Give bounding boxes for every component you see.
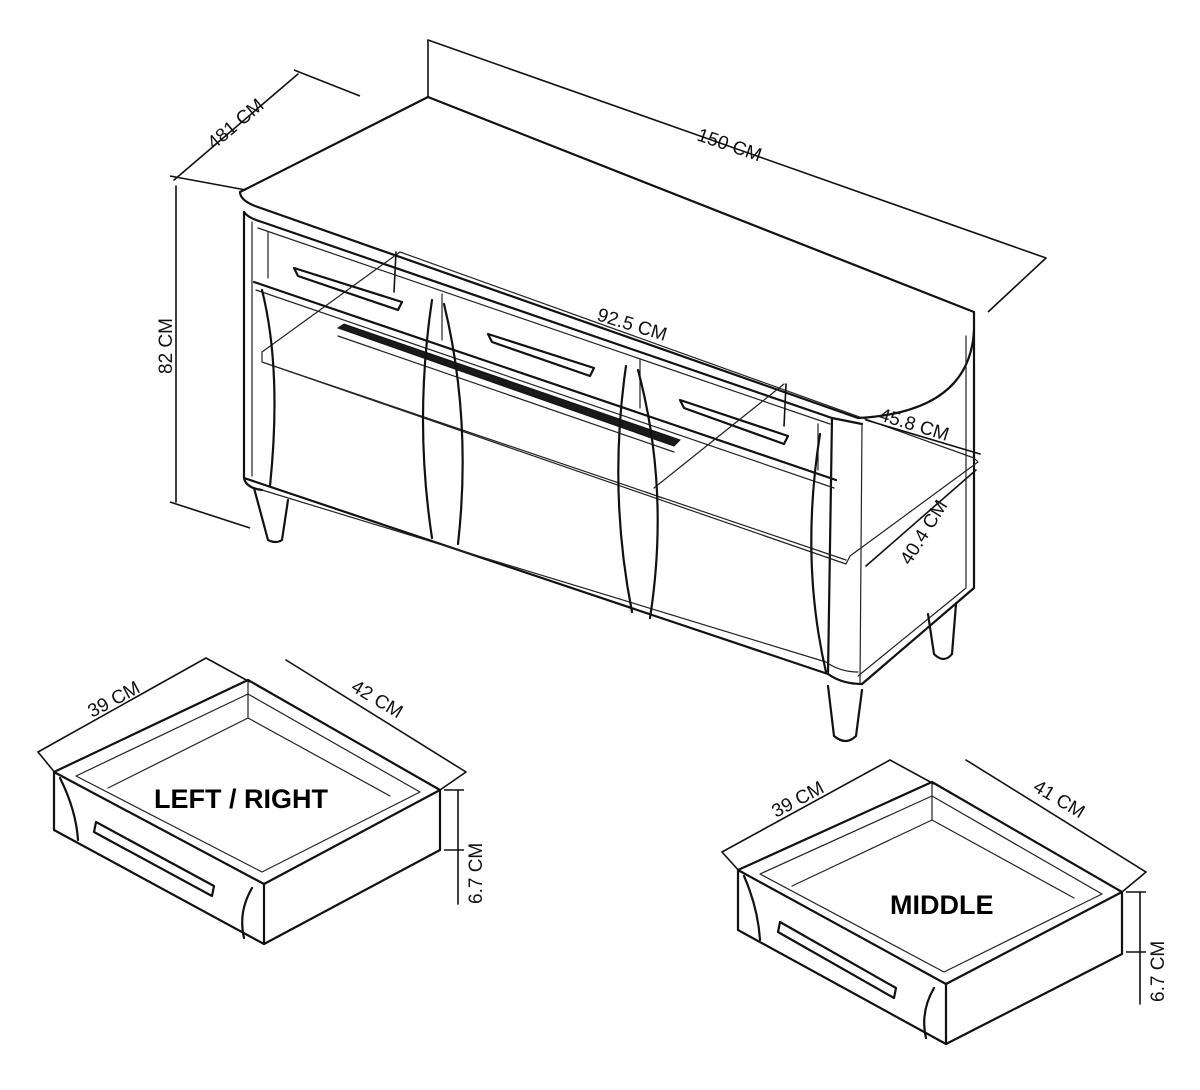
cabinet-front-right-edge-2 <box>859 423 863 685</box>
lr-drawer-front <box>52 770 266 946</box>
cabinet-front-right-edge <box>826 416 834 676</box>
lr-drawer-right-side <box>262 788 442 946</box>
door-curve-3 <box>442 302 464 546</box>
middle-drawer-handle <box>486 332 596 378</box>
door-curve-2 <box>421 298 434 540</box>
dim-line-lr-width <box>37 657 207 753</box>
label-mid-drawer-name: MIDDLE <box>890 890 994 920</box>
dim-line-shelf-depth-outer <box>865 419 981 455</box>
media-unit-bar-lower <box>337 335 675 453</box>
leg-back-right <box>926 602 958 661</box>
dim-line-inner-width <box>393 251 787 427</box>
lr-drawer-inner-rim <box>75 693 421 873</box>
label-lr-drawer-width: 39 CM <box>84 678 143 723</box>
middle-drawer-handle <box>776 920 898 1000</box>
media-unit-bar <box>336 323 681 447</box>
glass-shelf <box>261 251 979 565</box>
label-cabinet-width: 150 CM <box>694 125 764 167</box>
label-lr-drawer-name: LEFT / RIGHT <box>154 784 328 814</box>
label-cabinet-height: 82 CM <box>156 318 177 374</box>
left-drawer-handle <box>292 266 404 312</box>
cabinet-right-side-inner <box>857 335 967 677</box>
label-cabinet-depth: 481 CM <box>204 95 268 154</box>
dim-tick-mid-depth-b <box>1121 871 1147 893</box>
label-lr-drawer-height: 6.7 CM <box>466 843 487 904</box>
dim-line-cabinet-width <box>427 39 1047 259</box>
cabinet-drawing: 481 CM 150 CM 82 CM 92.5 CM 45.8 CM 40.4… <box>156 39 1047 743</box>
drawer-rail-bottom-2 <box>255 289 835 489</box>
dim-tick-depth-b <box>293 69 361 97</box>
dim-tick-mid-width-b <box>889 759 935 785</box>
middle-drawer-inner-floor <box>791 781 1075 899</box>
glass-shelf-edge-right <box>645 383 785 499</box>
cabinet-left-side <box>242 210 264 492</box>
cabinet-top-surface <box>238 95 976 420</box>
lr-drawer-front-curve-b <box>241 886 254 940</box>
door-curve-5 <box>636 368 659 620</box>
drawer-rail-top <box>257 227 831 425</box>
lr-drawer-handle <box>92 820 216 898</box>
dim-tick-mid-width-a <box>721 851 741 873</box>
dim-tick-depth-a <box>169 175 247 191</box>
door-curve-1 <box>260 288 276 488</box>
cabinet-right-side <box>860 328 976 686</box>
cabinet-bottom-rail-inner <box>261 489 859 673</box>
label-shelf-depth-outer: 45.8 CM <box>877 405 952 446</box>
cabinet-top-edge <box>242 210 864 426</box>
dim-line-mid-width <box>721 759 891 853</box>
right-drawer-handle <box>678 398 790 446</box>
lr-drawer-front-curve-a <box>58 776 80 842</box>
dim-line-lr-depth <box>285 659 467 773</box>
label-mid-drawer-depth: 41 CM <box>1029 776 1088 823</box>
dim-line-mid-depth <box>965 759 1147 873</box>
lr-drawer-drawing: 39 CM 42 CM 6.7 CM LEFT / RIGHT <box>37 657 487 946</box>
middle-drawer-front-curve-a <box>742 874 762 942</box>
middle-drawer-front <box>736 868 948 1046</box>
dim-line-shelf-depth-inner <box>865 469 977 567</box>
middle-drawer-right-side <box>944 890 1124 1046</box>
cabinet-bottom-rail <box>242 476 864 686</box>
middle-drawer-inner-rim <box>759 795 1103 973</box>
label-mid-drawer-width: 39 CM <box>768 778 827 823</box>
middle-drawer-drawing: 39 CM 41 CM 6.7 CM MIDDLE <box>721 759 1169 1046</box>
leg-front-right <box>826 684 864 743</box>
dim-tick-lr-depth-b <box>439 771 467 791</box>
lr-drawer-inner-floor <box>107 679 391 797</box>
dim-line-cabinet-depth <box>173 73 299 181</box>
dim-tick-lr-width-b <box>205 657 251 683</box>
door-curve-4 <box>617 364 634 614</box>
middle-drawer-front-curve-b <box>923 986 936 1040</box>
drawer-rail-bottom <box>252 280 838 482</box>
label-mid-drawer-height: 6.7 CM <box>1148 941 1169 1002</box>
dim-tick-height-b <box>169 501 251 529</box>
dim-tick-lr-width-a <box>37 751 57 775</box>
door-curve-6 <box>810 432 828 674</box>
leg-front-left <box>252 486 290 544</box>
dim-tick-width-b <box>987 257 1047 313</box>
